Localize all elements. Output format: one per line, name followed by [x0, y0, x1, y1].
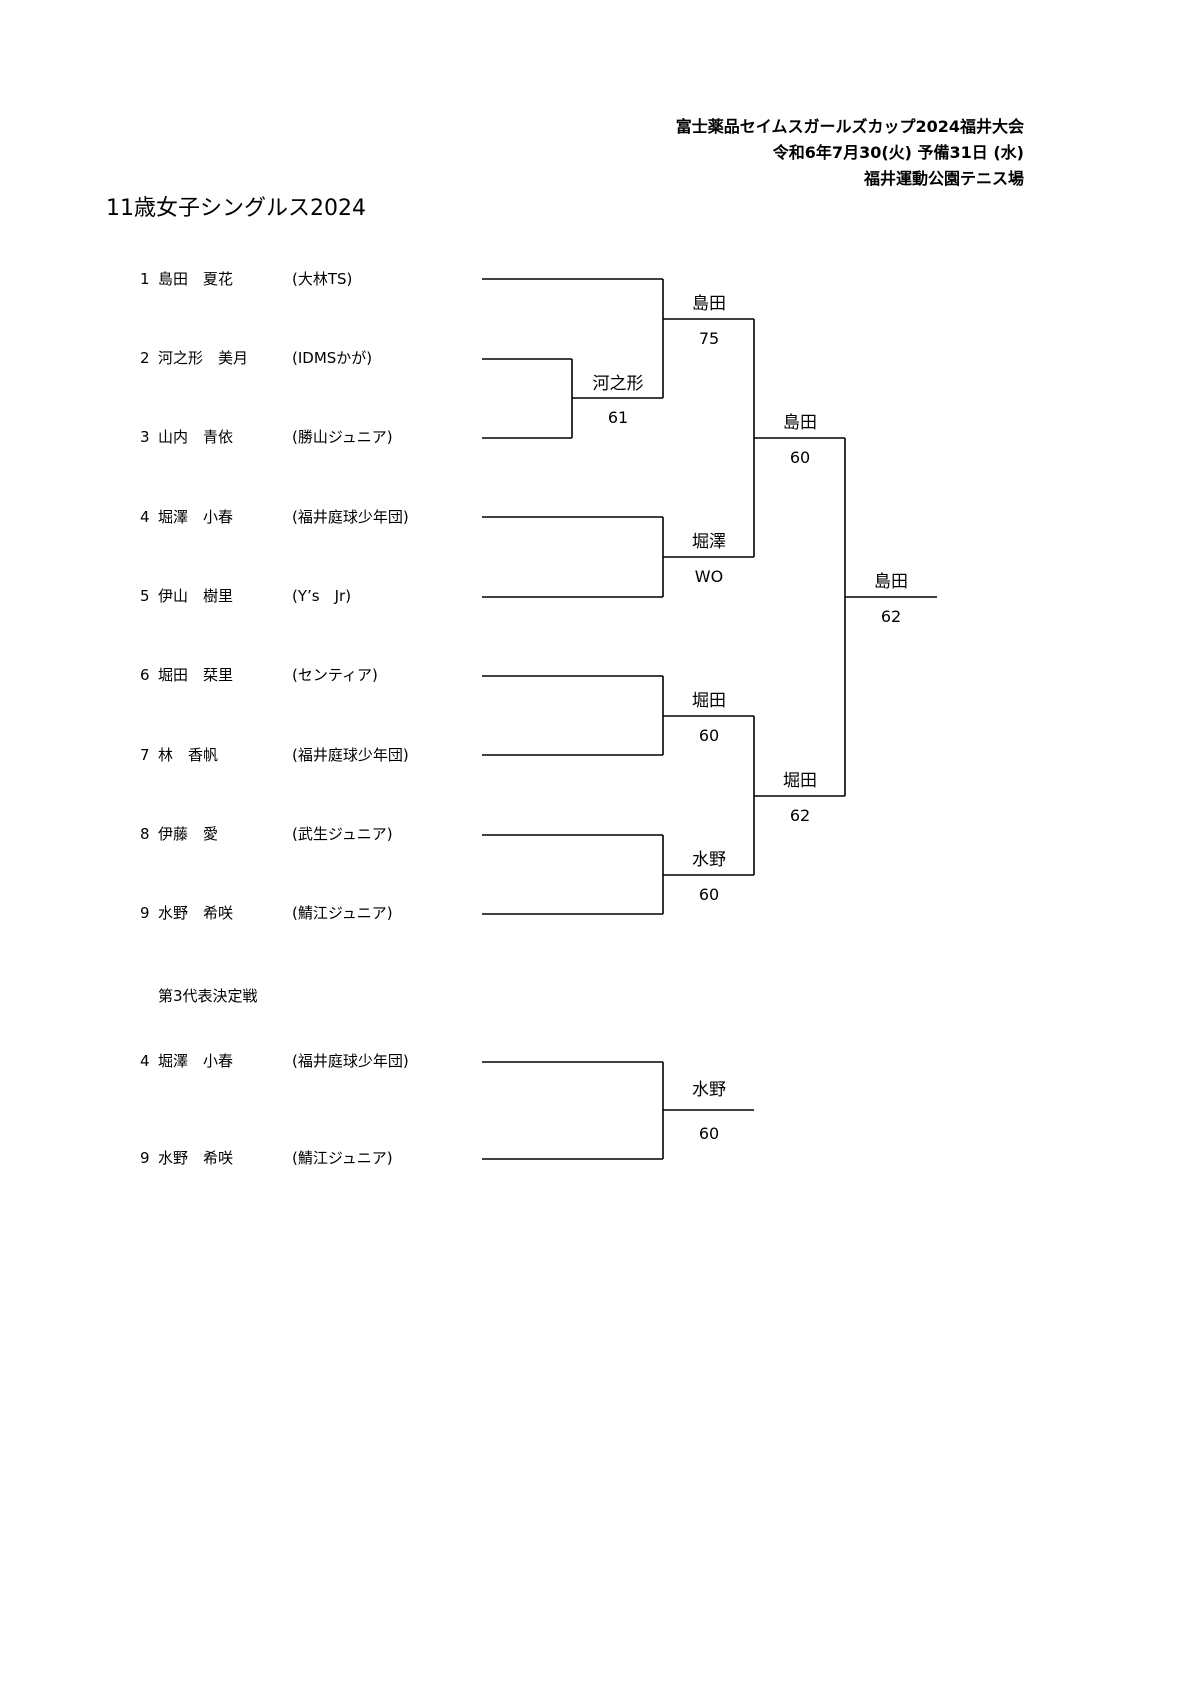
player-name: 堀田 栞里	[158, 666, 234, 684]
player-number: 6	[140, 666, 150, 684]
player-entry: 9 水野 希咲 (鯖江ジュニア)	[140, 1147, 393, 1169]
player-entry: 7 林 香帆 (福井庭球少年団)	[140, 744, 409, 766]
player-number: 7	[140, 746, 150, 764]
player-club: (IDMSかが)	[292, 349, 373, 367]
match-winner: 堀澤	[692, 532, 726, 552]
match-score: WO	[694, 567, 724, 586]
player-number: 5	[140, 587, 150, 605]
player-entry: 3 山内 青依 (勝山ジュニア)	[140, 426, 393, 448]
event-venue: 福井運動公園テニス場	[863, 169, 1024, 188]
player-name: 林 香帆	[158, 746, 219, 764]
player-name: 伊山 樹里	[158, 587, 234, 605]
match-winner: 堀田	[692, 691, 726, 711]
third-place-label: 第3代表決定戦	[158, 987, 258, 1005]
match-winner: 河之形	[592, 374, 644, 394]
player-entry: 6 堀田 栞里 (センティア)	[140, 664, 378, 686]
match-winner: 島田	[692, 294, 726, 314]
match-winner: 島田	[783, 413, 817, 433]
player-name: 河之形 美月	[158, 349, 249, 367]
player-number: 2	[140, 349, 150, 367]
player-name: 山内 青依	[158, 428, 234, 446]
player-name: 堀澤 小春	[158, 508, 234, 526]
player-club: (福井庭球少年団)	[292, 1052, 409, 1070]
match-winner: 堀田	[783, 771, 817, 791]
player-club: (鯖江ジュニア)	[292, 1149, 393, 1167]
player-number: 3	[140, 428, 150, 446]
event-title: 富士薬品セイムスガールズカップ2024福井大会	[675, 117, 1024, 136]
match-score: 60	[789, 448, 811, 467]
player-club: (福井庭球少年団)	[292, 508, 409, 526]
final-winner: 島田	[874, 572, 908, 592]
player-number: 8	[140, 825, 150, 843]
player-club: (武生ジュニア)	[292, 825, 393, 843]
match-score: 60	[698, 885, 720, 904]
player-name: 水野 希咲	[158, 904, 234, 922]
player-club: (Y’s Jr)	[292, 587, 352, 605]
player-entry: 4 堀澤 小春 (福井庭球少年団)	[140, 506, 409, 528]
match-score: 61	[607, 408, 629, 427]
event-date: 令和6年7月30(火) 予備31日 (水)	[772, 143, 1024, 162]
player-entry: 5 伊山 樹里 (Y’s Jr)	[140, 585, 351, 607]
player-number: 4	[140, 1052, 150, 1070]
player-club: (福井庭球少年団)	[292, 746, 409, 764]
page-title: 11歳女子シングルス2024	[106, 196, 366, 221]
match-winner: 水野	[692, 850, 726, 870]
player-number: 1	[140, 270, 150, 288]
player-entry: 8 伊藤 愛 (武生ジュニア)	[140, 823, 393, 845]
player-entry: 9 水野 希咲 (鯖江ジュニア)	[140, 902, 393, 924]
match-score: 62	[789, 806, 811, 825]
player-club: (センティア)	[292, 666, 378, 684]
match-score: 60	[698, 726, 720, 745]
match-score: 75	[698, 329, 720, 348]
player-entry: 1 島田 夏花 (大林TS)	[140, 268, 352, 290]
player-club: (鯖江ジュニア)	[292, 904, 393, 922]
final-score: 62	[880, 607, 902, 626]
player-number: 9	[140, 904, 150, 922]
player-name: 水野 希咲	[158, 1149, 234, 1167]
player-club: (勝山ジュニア)	[292, 428, 393, 446]
player-name: 堀澤 小春	[158, 1052, 234, 1070]
player-entry: 2 河之形 美月 (IDMSかが)	[140, 347, 372, 369]
player-club: (大林TS)	[292, 270, 353, 288]
player-number: 9	[140, 1149, 150, 1167]
player-name: 伊藤 愛	[158, 825, 219, 843]
player-entry: 4 堀澤 小春 (福井庭球少年団)	[140, 1050, 409, 1072]
player-number: 4	[140, 508, 150, 526]
player-name: 島田 夏花	[158, 270, 234, 288]
third-place-winner: 水野	[692, 1080, 726, 1100]
third-place-score: 60	[698, 1124, 720, 1143]
